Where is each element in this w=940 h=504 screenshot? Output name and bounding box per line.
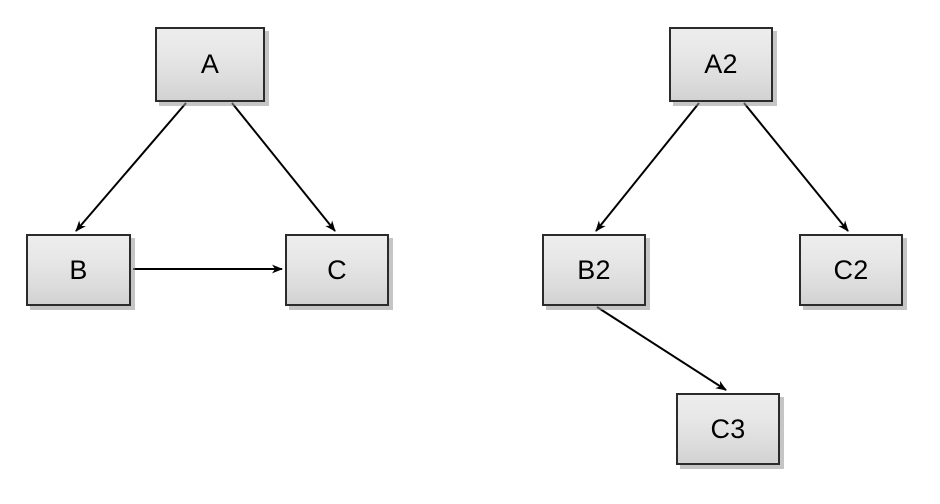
node-b[interactable]: B [26, 234, 131, 306]
edge-a2-c2[interactable] [743, 102, 849, 232]
node-label: A2 [704, 49, 738, 79]
node-c3[interactable]: C3 [676, 393, 780, 465]
node-label: B2 [577, 254, 611, 285]
edge-a-b[interactable] [75, 102, 187, 232]
node-c2[interactable]: C2 [799, 234, 903, 306]
node-label: C2 [833, 254, 869, 285]
edge-a2-b2[interactable] [595, 102, 700, 232]
node-b2[interactable]: B2 [542, 234, 646, 306]
node-a2[interactable]: A2 [669, 27, 773, 102]
node-label: B [69, 254, 88, 285]
edge-a-c[interactable] [231, 102, 336, 232]
node-a[interactable]: A [155, 27, 265, 102]
node-c[interactable]: C [285, 234, 389, 306]
node-label: A [200, 49, 220, 79]
node-label: C3 [710, 413, 746, 444]
edge-b2-c3[interactable] [596, 306, 727, 391]
node-label: C [327, 254, 347, 285]
